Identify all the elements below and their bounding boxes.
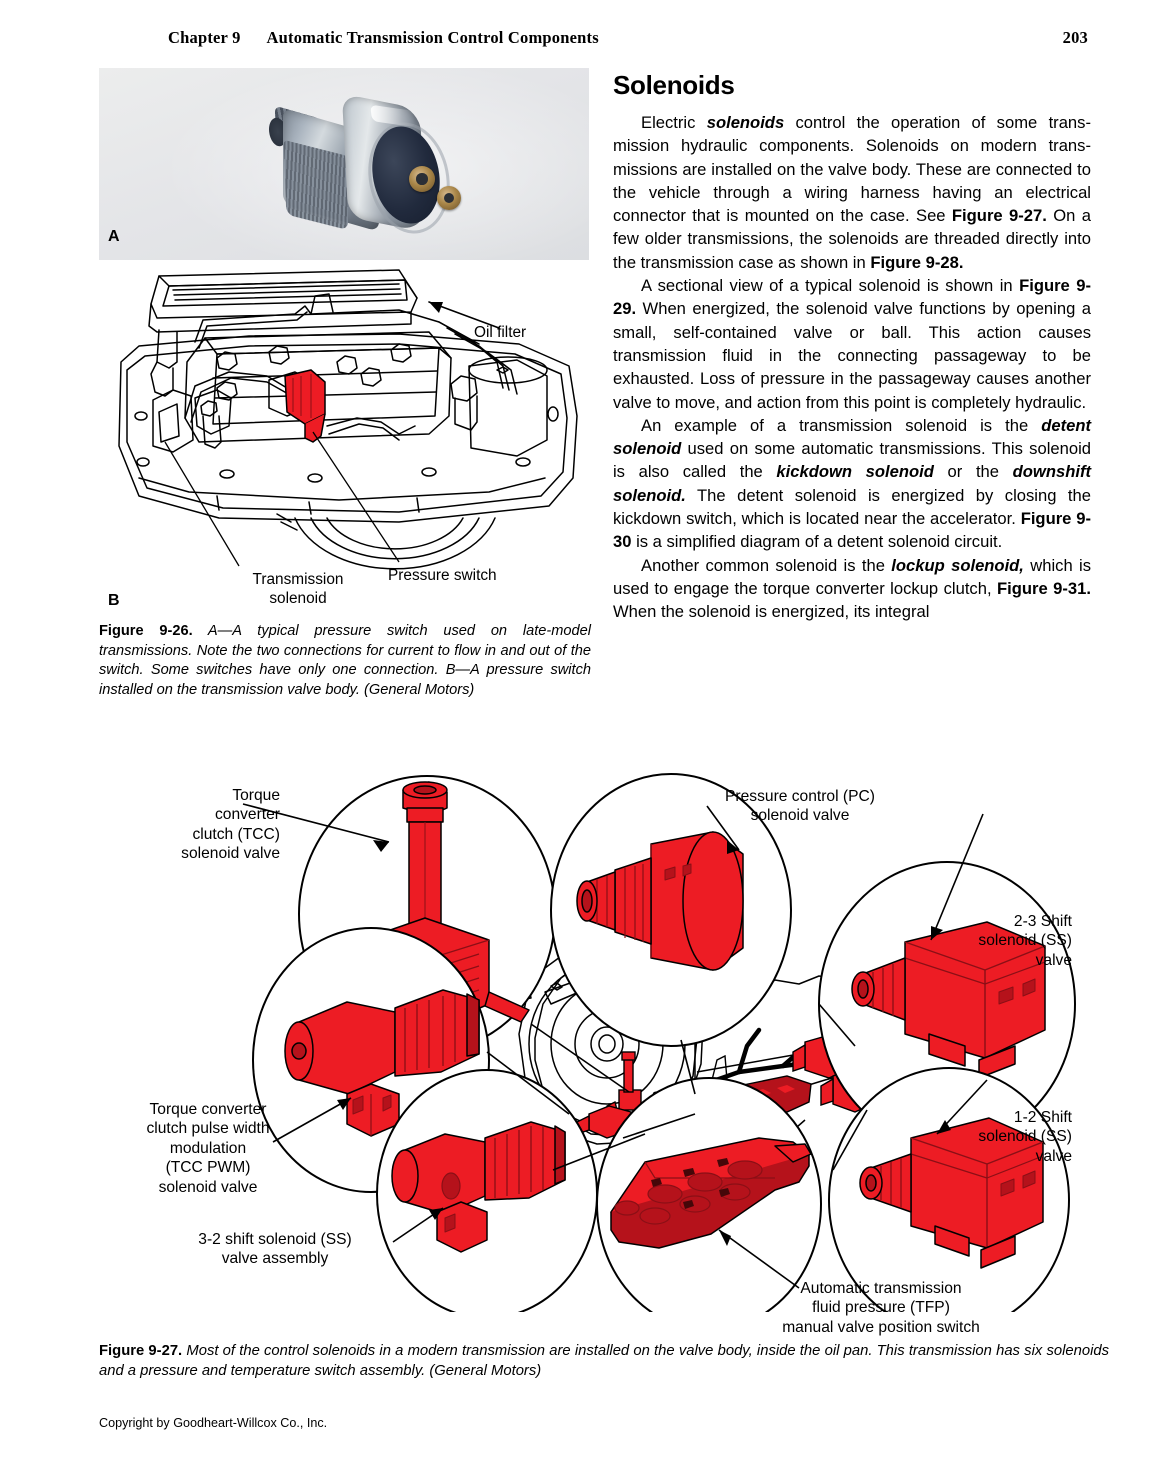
- paragraph-3: An example of a transmission solenoid is…: [613, 414, 1091, 554]
- main-text-column: Solenoids Electric solenoids control the…: [613, 70, 1091, 624]
- p3-prefix: An example of a transmission solenoid is…: [641, 415, 1042, 435]
- red-transmission-solenoid: [284, 369, 326, 443]
- p1-ref-928: Figure 9-28.: [870, 252, 964, 272]
- p3-ref-930: Figure 9-30: [613, 509, 1091, 552]
- callout-tfp: [596, 1077, 822, 1331]
- figure-part-marker-a: A: [108, 228, 120, 245]
- p4-rest: When the solenoid is energized, its inte…: [613, 602, 930, 622]
- p1-mid2: On a few older transmissions, the soleno…: [613, 206, 1091, 272]
- paragraph-1: Electric solenoids control the operation…: [613, 111, 1091, 274]
- p3-term-detent: detent solenoid: [613, 415, 1091, 459]
- leader-lines: [242, 803, 988, 1289]
- p3-mid2: or the: [933, 462, 1013, 482]
- label-1-2-shift-solenoid-valve: 1-2 Shift solenoid (SS) valve: [978, 1109, 1072, 1165]
- label-3-2-shift-solenoid-valve-assembly: 3-2 shift solenoid (SS) valve assembly: [198, 1231, 352, 1268]
- p1-ref-927: Figure 9-27.: [951, 206, 1047, 226]
- body-copy: Electric solenoids control the operation…: [613, 111, 1091, 624]
- p4-prefix: Another common solenoid is the: [641, 555, 892, 575]
- p2-rest: When energized, the solenoid valve funct…: [613, 299, 1091, 412]
- knurled-section: [283, 139, 349, 231]
- running-head: Chapter 9 Automatic Transmission Control…: [168, 28, 1088, 48]
- case-solenoid-tcc: [606, 1051, 642, 1113]
- pressure-switch-object: [269, 82, 475, 246]
- caption-27-body: Most of the control solenoids in a moder…: [99, 1343, 1109, 1379]
- figure-9-27-illustration: [99, 742, 1109, 1333]
- p1-mid: control the operation of some trans­miss…: [613, 113, 1091, 226]
- figure-9-26b-lineart: [99, 266, 589, 611]
- p4-mid1: which is used to engage the torque conve…: [613, 555, 1091, 598]
- figure-9-27-caption: Figure 9-27. Most of the control solenoi…: [99, 1341, 1109, 1381]
- figure-9-26-caption: Figure 9-26. A—A typical pressure switch…: [99, 622, 591, 700]
- solenoid-locations-diagram: [242, 773, 1076, 1333]
- caption-figure-number: Figure 9-26.: [99, 623, 193, 639]
- figure-9-26a-photo: [99, 68, 589, 260]
- p1-term-solenoids: solenoids: [706, 113, 785, 132]
- running-head-title: Automatic Transmission Control Component…: [266, 28, 599, 47]
- label-pc-solenoid-valve: Pressure control (PC) solenoid valve: [725, 788, 875, 825]
- terminal-2: [437, 186, 461, 210]
- label-2-3-shift-solenoid-valve: 2-3 Shift solenoid (SS) valve: [978, 913, 1072, 969]
- caption-27-figure-number: Figure 9-27.: [99, 1343, 183, 1359]
- callout-ss-1-2: [828, 1067, 1070, 1333]
- p4-term-lockup: lockup solenoid,: [891, 555, 1024, 575]
- callout-ss-2-3: [818, 861, 1076, 1147]
- callout-ss-3-2: [376, 1069, 598, 1319]
- caption-body: A—A typical pressure switch used on late…: [99, 623, 591, 698]
- running-head-chapter: Chapter 9: [168, 28, 241, 47]
- copyright-notice: Copyright by Goodheart-Willcox Co., Inc.: [99, 1416, 328, 1430]
- page-number: 203: [1062, 28, 1088, 47]
- p3-term-downshift: downshift solenoid.: [613, 462, 1091, 505]
- label-tcc-solenoid-valve: Torque converter clutch (TCC) solenoid v…: [181, 787, 280, 863]
- p3-mid1: used on some automatic transmissions. Th…: [613, 439, 1091, 482]
- p3-term-kickdown: kickdown solenoid: [776, 462, 934, 482]
- label-tfp-manual-valve-position-switch: Automatic transmission fluid pressure (T…: [782, 1280, 980, 1336]
- p1-prefix: Electric: [641, 113, 707, 132]
- p3-rest: is a simplified diagram of a detent sole…: [631, 532, 1003, 552]
- paragraph-2: A sectional view of a typical solenoid i…: [613, 274, 1091, 414]
- section-heading: Solenoids: [613, 70, 735, 100]
- valve-body-drawing: [118, 269, 578, 570]
- p3-mid3: The detent solenoid is energized by clos…: [613, 485, 1091, 529]
- callout-pc: [550, 773, 792, 1047]
- p2-ref-929: Figure 9-29.: [613, 276, 1091, 319]
- paragraph-4: Another common solenoid is the lockup so…: [613, 554, 1091, 624]
- terminal-1: [409, 166, 435, 192]
- p2-prefix: A sectional view of a typical solenoid i…: [641, 276, 1020, 296]
- p4-ref-931: Figure 9-31.: [997, 578, 1091, 598]
- figure-part-marker-b: B: [108, 592, 120, 609]
- label-oil-filter: Oil filter: [474, 324, 527, 341]
- label-tcc-pwm-solenoid-valve: Torque converter clutch pulse width modu…: [146, 1101, 270, 1196]
- label-pressure-switch: Pressure switch: [388, 567, 497, 584]
- label-transmission-solenoid: Transmission solenoid: [252, 571, 344, 607]
